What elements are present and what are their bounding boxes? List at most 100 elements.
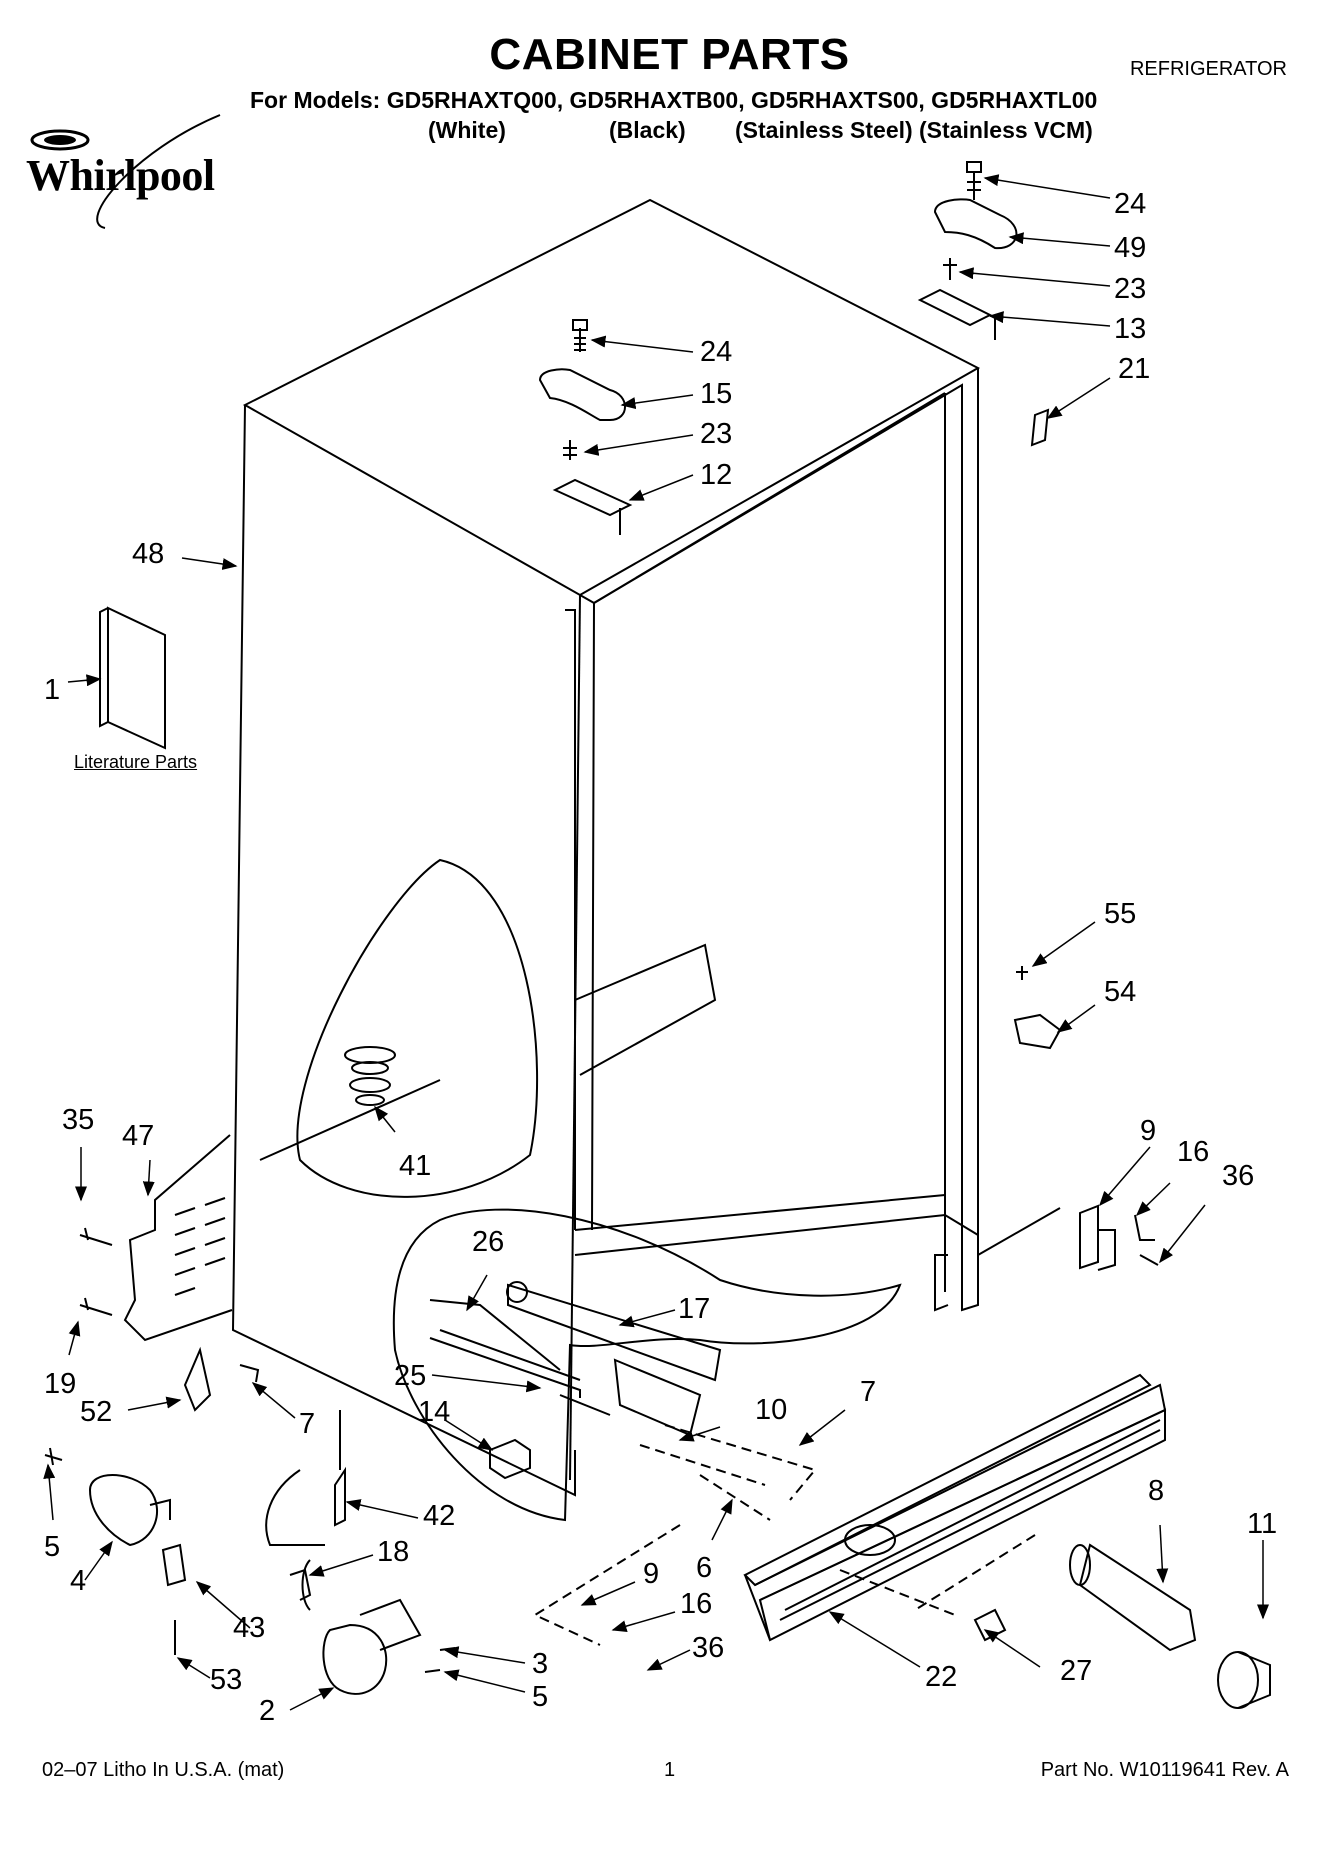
leader-25 — [431, 1374, 542, 1393]
leader-2 — [289, 1687, 335, 1711]
footer-print-info: 02–07 Litho In U.S.A. (mat) — [42, 1759, 285, 1781]
leader-14 — [444, 1419, 494, 1451]
leader-16b — [611, 1611, 676, 1632]
callout-1: 1 — [44, 674, 61, 706]
callout-23: 23 — [1114, 273, 1147, 305]
cutaway-bottom — [392, 1208, 902, 1522]
leader-24b — [590, 335, 694, 353]
cutaway-top — [259, 858, 539, 1198]
leader-21 — [1046, 377, 1111, 419]
leader-5b — [443, 1669, 526, 1693]
callout-5: 5 — [532, 1681, 549, 1713]
callout-22: 22 — [925, 1661, 958, 1693]
leader-9a — [1099, 1146, 1151, 1207]
screws-left — [79, 1227, 113, 1316]
callout-3: 3 — [532, 1648, 549, 1680]
assembly-dashed-lines — [532, 1424, 1036, 1646]
callout-5: 5 — [44, 1531, 61, 1563]
callout-9: 9 — [643, 1558, 660, 1590]
feeder-tube-part — [429, 1299, 561, 1371]
leader-49 — [1008, 232, 1111, 247]
leader-53 — [176, 1657, 211, 1679]
leader-7b — [798, 1409, 846, 1446]
variant-stainless-vcm: (Stainless VCM) — [919, 117, 1093, 143]
callout-23: 23 — [700, 418, 733, 450]
callout-25: 25 — [394, 1360, 427, 1392]
callout-21: 21 — [1118, 353, 1151, 385]
leader-18 — [308, 1554, 374, 1577]
drain-cup-part — [344, 1046, 396, 1106]
callout-47: 47 — [122, 1120, 155, 1152]
variant-black: (Black) — [609, 117, 686, 143]
leader-10 — [678, 1426, 721, 1442]
callout-6: 6 — [696, 1552, 713, 1584]
logo-swoosh-icon — [30, 114, 221, 229]
callout-43: 43 — [233, 1612, 266, 1644]
callout-24: 24 — [1114, 188, 1147, 220]
leader-52 — [127, 1396, 182, 1411]
rear-access-panel — [123, 1134, 233, 1342]
brand-name: Whirlpool — [26, 151, 215, 200]
leader-26 — [466, 1274, 488, 1312]
callout-24: 24 — [700, 336, 733, 368]
door-stop-54 — [1013, 966, 1062, 1050]
callout-16: 16 — [680, 1588, 713, 1620]
callout-11: 11 — [1247, 1508, 1278, 1540]
literature-parts-label: Literature Parts — [74, 752, 198, 772]
callout-12: 12 — [700, 459, 733, 491]
callout-48: 48 — [132, 538, 165, 570]
leader-47 — [142, 1159, 155, 1197]
leader-6 — [711, 1498, 733, 1541]
leader-19 — [68, 1320, 81, 1356]
callout-13: 13 — [1114, 313, 1147, 345]
top-left-hinge — [538, 319, 633, 535]
callout-52: 52 — [80, 1396, 113, 1428]
callout-55: 55 — [1104, 898, 1137, 930]
leader-12 — [628, 474, 694, 501]
leader-55 — [1031, 921, 1096, 967]
leader-4 — [84, 1540, 113, 1581]
callout-42: 42 — [423, 1500, 456, 1532]
right-lower-hinge — [1079, 1204, 1159, 1271]
leader-5a — [43, 1463, 56, 1521]
callout-14: 14 — [418, 1396, 451, 1428]
callout-19: 19 — [44, 1368, 77, 1400]
leader-23a — [958, 267, 1111, 287]
leader-36b — [646, 1649, 691, 1671]
leader-15 — [620, 394, 694, 410]
callout-9: 9 — [1140, 1115, 1157, 1147]
callout-27: 27 — [1060, 1655, 1093, 1687]
leader-13 — [988, 311, 1111, 327]
callout-2: 2 — [259, 1695, 276, 1727]
leader-36a — [1159, 1204, 1206, 1264]
callout-17: 17 — [678, 1293, 711, 1325]
water-valve-part — [429, 1281, 722, 1437]
leader-3 — [443, 1646, 526, 1664]
appliance-category: REFRIGERATOR — [1129, 58, 1287, 80]
variant-stainless-steel: (Stainless Steel) — [735, 117, 913, 143]
water-filter-part — [973, 1543, 1271, 1709]
footer-part-number: Part No. W10119641 Rev. A — [1040, 1759, 1289, 1781]
models-line: For Models: GD5RHAXTQ00, GD5RHAXTB00, GD… — [250, 87, 1098, 113]
callout-36: 36 — [692, 1632, 725, 1664]
leader-23b — [583, 434, 694, 456]
callout-53: 53 — [210, 1664, 243, 1696]
literature-booklet-part — [99, 606, 166, 750]
callout-18: 18 — [377, 1536, 410, 1568]
leader-22 — [828, 1611, 921, 1668]
cabinet-outline — [231, 198, 1061, 1497]
callout-41: 41 — [399, 1150, 432, 1182]
callout-7: 7 — [299, 1408, 316, 1440]
leader-17 — [618, 1309, 676, 1328]
leader-43 — [195, 1581, 251, 1629]
leader-9b — [580, 1581, 636, 1606]
leader-7a — [251, 1382, 296, 1419]
leader-8 — [1156, 1524, 1169, 1584]
callout-10: 10 — [755, 1394, 788, 1426]
leader-42 — [345, 1499, 419, 1519]
footer-page-number: 1 — [664, 1759, 676, 1781]
callout-4: 4 — [70, 1565, 87, 1597]
leader-27 — [983, 1629, 1041, 1668]
callout-15: 15 — [700, 378, 733, 410]
